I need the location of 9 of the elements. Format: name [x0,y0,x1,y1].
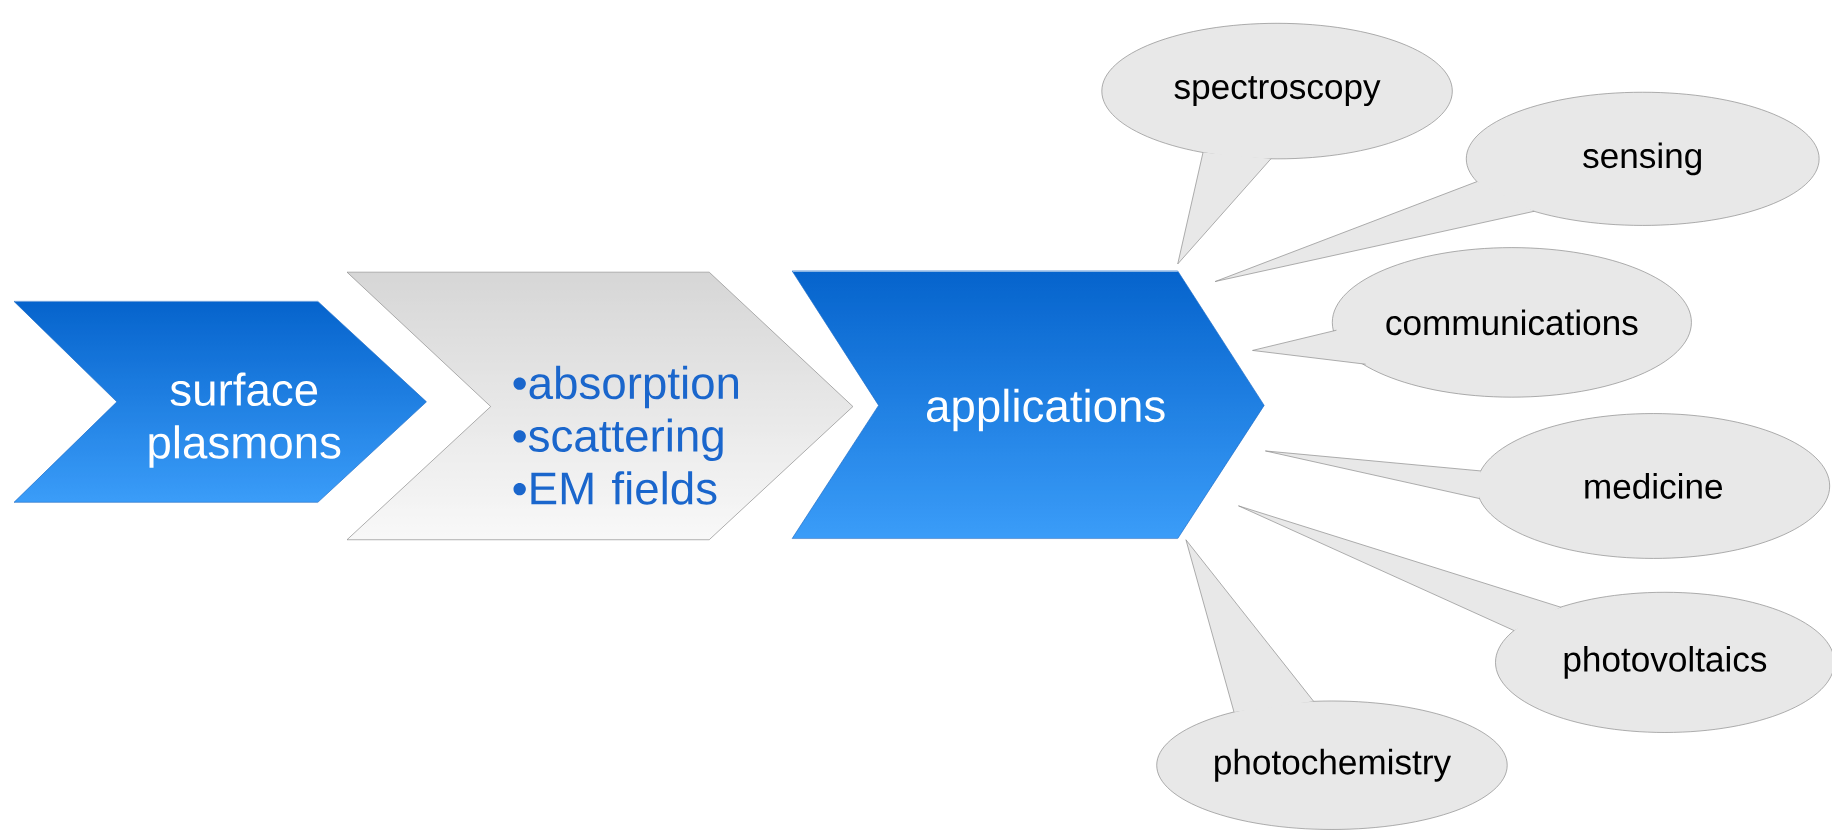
callout-pointer [1252,329,1366,365]
callout-pointer [1177,152,1272,265]
chevron-box: •absorption •scattering •EM fields [346,271,854,541]
chevron-box: applications [791,270,1265,539]
callout-pointer [1238,505,1561,631]
callout-pointer [1214,181,1535,282]
callout-pointer [1265,450,1482,499]
callout-pointer [1185,539,1314,713]
chevron-box: surface plasmons [13,301,427,503]
